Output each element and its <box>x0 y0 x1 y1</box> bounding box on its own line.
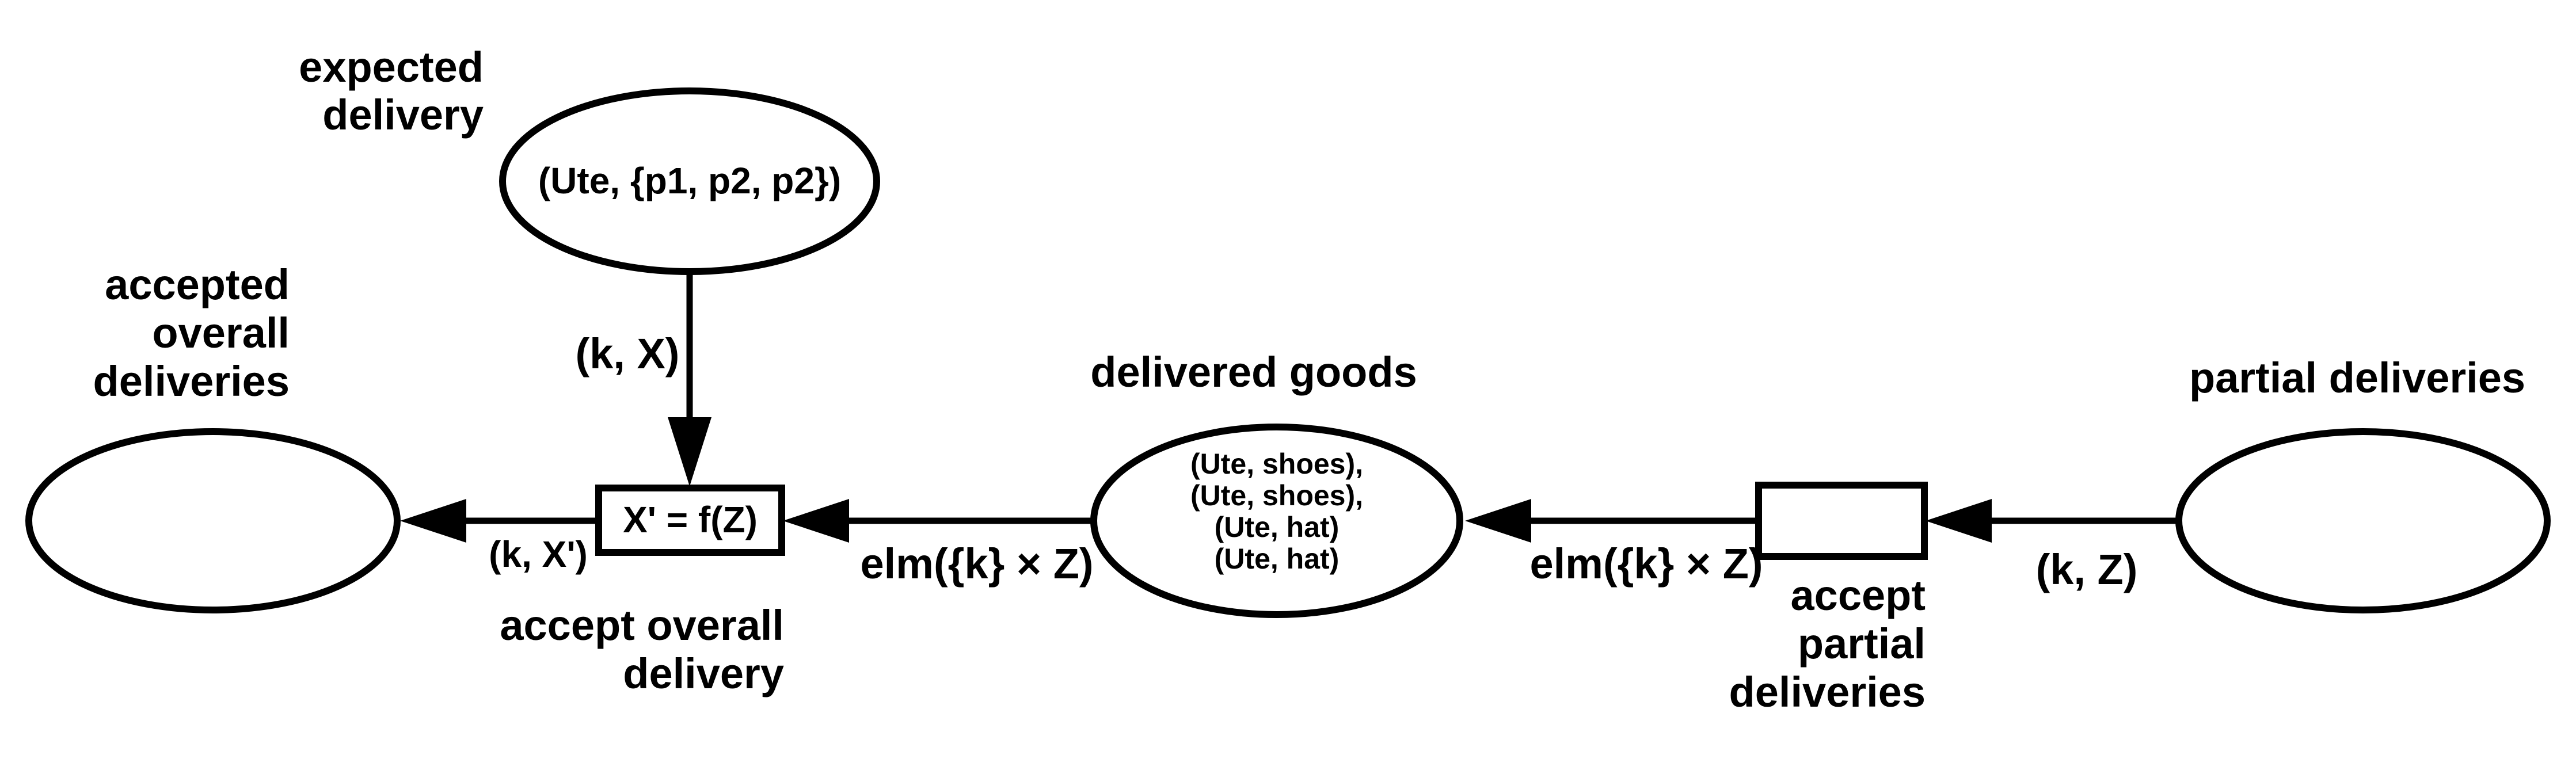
arrowhead <box>1465 499 1531 543</box>
transition-label-accept-partial-line3: deliveries <box>1729 668 1926 716</box>
transition-accept-partial-deliveries <box>1755 482 1928 560</box>
arc-partial-to-accept-partial <box>1926 499 2179 543</box>
token-text: (Ute, {p1, p2, p2}) <box>538 160 841 201</box>
arc-expected-to-accept-overall <box>668 272 711 486</box>
arc-delivered-to-accept-overall <box>783 499 1094 543</box>
place-expected-delivery: (Ute, {p1, p2, p2}) <box>499 87 880 275</box>
token-text: (Ute, shoes), <box>1190 479 1363 512</box>
arc-label-delivered-to-accept-overall: elm({k} × Z) <box>860 540 1093 588</box>
place-label-expected-delivery-line2: delivery <box>322 91 484 139</box>
token-text: (Ute, shoes), <box>1190 448 1363 480</box>
transition-box <box>1755 482 1928 560</box>
token-text: (Ute, hat) <box>1215 511 1340 543</box>
place-label-accepted-line3: deliveries <box>93 357 290 405</box>
transition-label-accept-partial-line1: accept <box>1791 571 1926 619</box>
arc-accept-overall-to-accepted <box>400 499 599 543</box>
transition-label-accept-overall-line2: delivery <box>623 650 784 697</box>
place-delivered-goods: (Ute, shoes), (Ute, shoes), (Ute, hat) (… <box>1090 424 1463 618</box>
token-text: (Ute, hat) <box>1215 543 1340 575</box>
arc-label-accept-overall-to-accepted: (k, X') <box>489 533 588 575</box>
place-ellipse <box>1090 424 1463 618</box>
place-label-delivered-goods: delivered goods <box>1090 348 1417 396</box>
place-accepted-overall-deliveries <box>25 428 401 613</box>
arc-label-accept-partial-to-delivered: elm({k} × Z) <box>1529 540 1763 588</box>
arrowhead <box>1926 499 1992 543</box>
arrowhead <box>400 499 466 543</box>
transition-label-accept-overall-line1: accept overall <box>500 601 784 649</box>
transition-box <box>595 485 785 556</box>
transition-inscription: X' = f(Z) <box>623 499 758 540</box>
place-ellipse <box>499 87 880 275</box>
place-ellipse <box>2175 428 2551 613</box>
arrowhead <box>668 417 711 486</box>
place-label-expected-delivery-line1: expected <box>299 43 484 91</box>
transition-label-accept-partial-line2: partial <box>1798 620 1926 668</box>
transition-accept-overall-delivery: X' = f(Z) <box>595 485 785 556</box>
place-label-accepted-line2: overall <box>152 309 290 357</box>
arrowhead <box>783 499 849 543</box>
place-ellipse <box>25 428 401 613</box>
arc-accept-partial-to-delivered <box>1465 499 1759 543</box>
place-label-accepted-line1: accepted <box>105 261 290 308</box>
place-label-partial-deliveries: partial deliveries <box>2189 354 2525 402</box>
place-partial-deliveries <box>2175 428 2551 613</box>
arc-label-expected-to-accept-overall: (k, X) <box>576 330 680 378</box>
arc-label-partial-to-accept-partial: (k, Z) <box>2036 546 2138 593</box>
